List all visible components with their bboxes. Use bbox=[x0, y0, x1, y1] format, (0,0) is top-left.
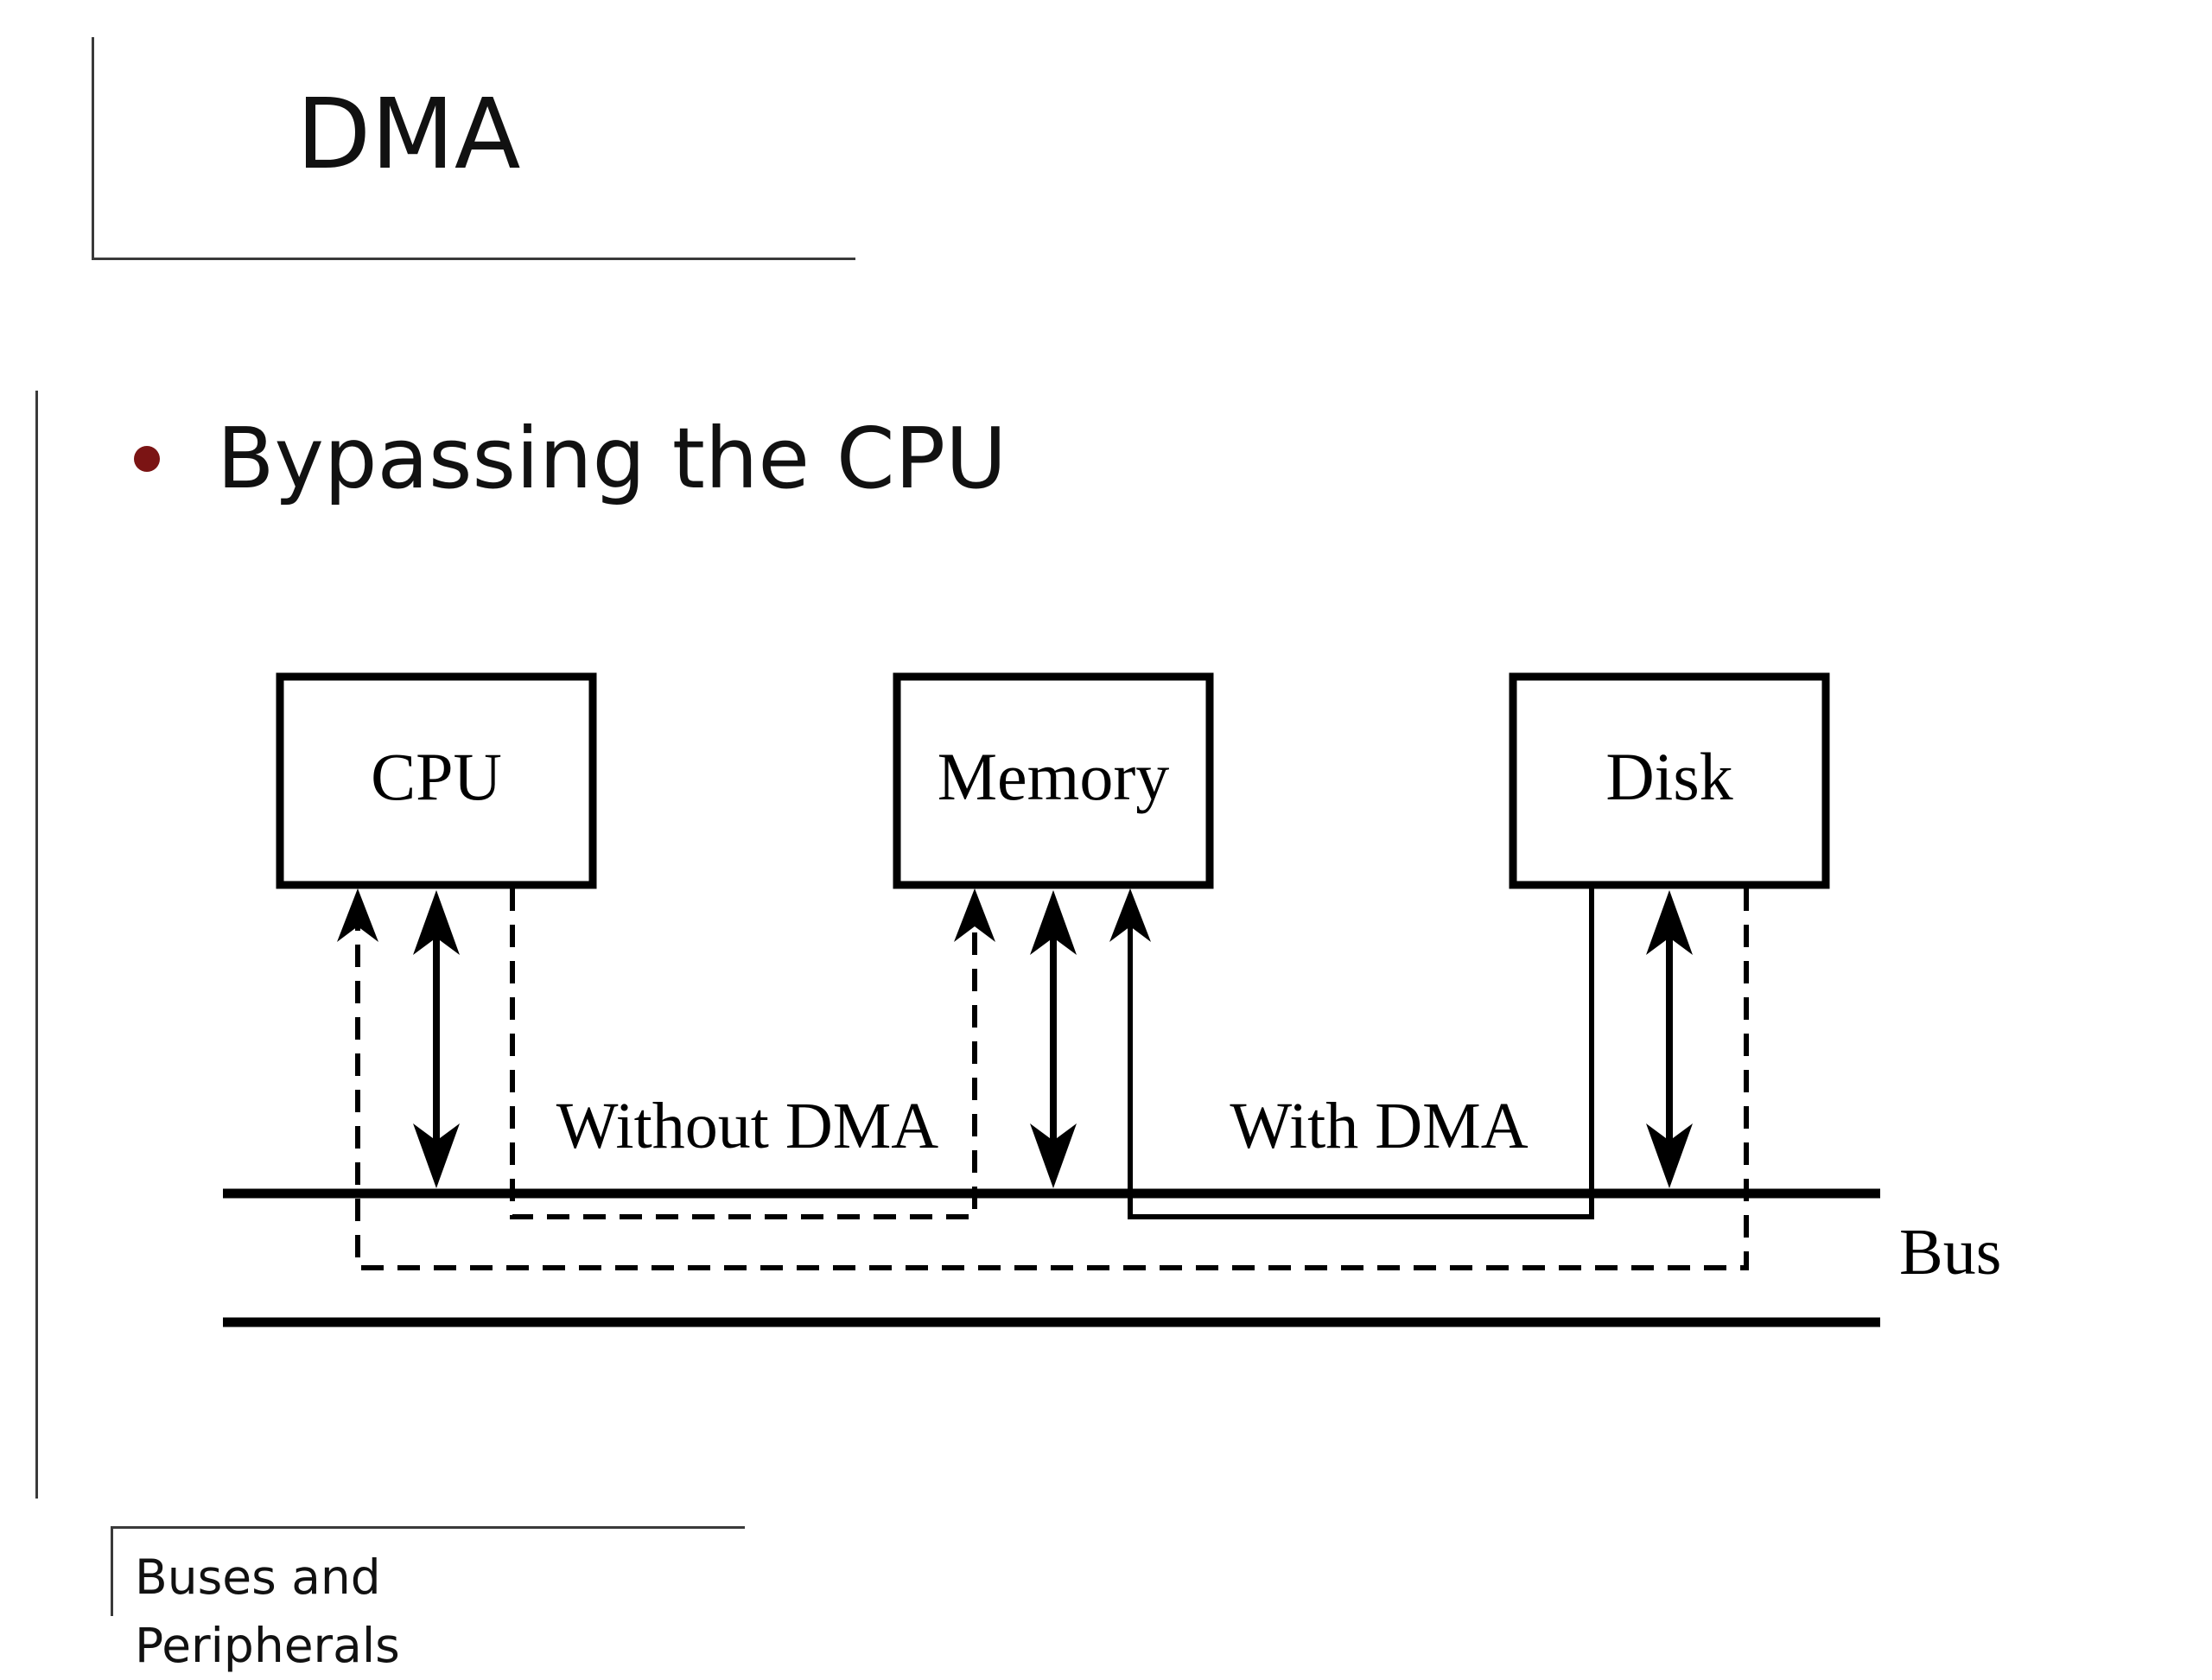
bullet-dot-icon bbox=[134, 446, 160, 473]
footer-text: Buses and Peripherals bbox=[135, 1550, 400, 1673]
cpu-label: CPU bbox=[371, 739, 502, 814]
bullet-text: Bypassing the CPU bbox=[217, 410, 1007, 507]
cpu-box bbox=[276, 672, 597, 889]
disk-bus-arrow bbox=[1646, 890, 1693, 1188]
without-dma-label: Without DMA bbox=[556, 1090, 938, 1162]
with-dma-path-disk-memory bbox=[1109, 888, 1594, 1219]
without-dma-path-disk-cpu bbox=[337, 888, 1749, 1270]
memory-bus-arrow bbox=[1030, 890, 1077, 1188]
memory-label: Memory bbox=[938, 739, 1170, 814]
content-rule bbox=[35, 391, 38, 1499]
bullet-item: Bypassing the CPU bbox=[134, 410, 1007, 507]
slide-title: DMA bbox=[296, 79, 521, 191]
footer-frame bbox=[111, 1526, 745, 1616]
memory-box bbox=[893, 672, 1214, 889]
disk-box bbox=[1509, 672, 1830, 889]
disk-label: Disk bbox=[1605, 739, 1732, 814]
bus-label: Bus bbox=[1899, 1216, 2001, 1289]
title-frame bbox=[92, 37, 855, 260]
cpu-bus-arrow bbox=[413, 890, 460, 1188]
without-dma-path-cpu-memory bbox=[510, 888, 995, 1219]
with-dma-label: With DMA bbox=[1230, 1090, 1528, 1162]
